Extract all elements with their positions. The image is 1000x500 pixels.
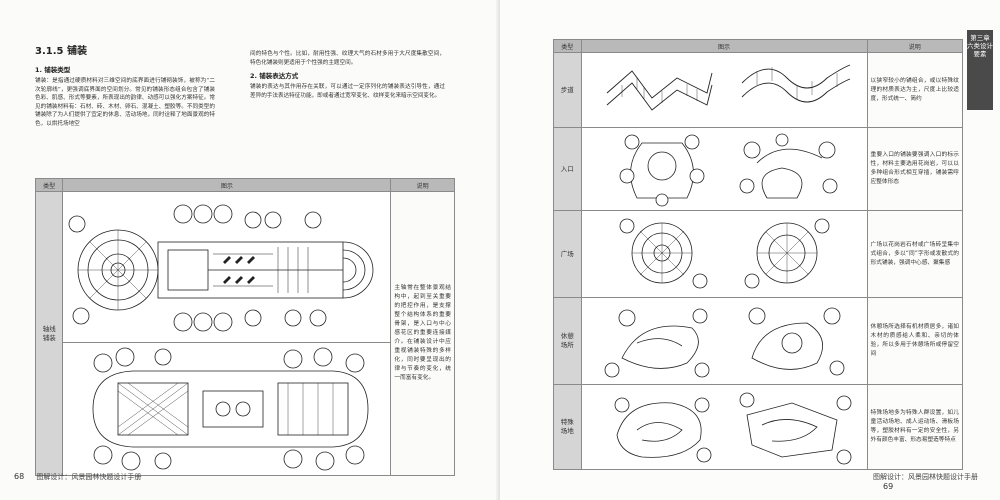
paragraph-expression: 铺装的表达与其作用存在关联，可以通过一定序列化的铺装表达引导性，通过差异的手法表… <box>250 84 445 99</box>
paragraph-continued: 间的特色与个性。比如，耐用性强、纹理大气的石材多用于大尺度集散空间，特色化铺装则… <box>250 51 445 66</box>
axis-paving-table: 类型 图示 说明 轴线 铺装 <box>34 178 455 476</box>
left-page: 3.1.5 铺装 1. 铺装类型 铺装：是指通过硬质材料对三维空间的底界面进行铺… <box>14 46 455 482</box>
right-footer: 图解设计：风景园林快题设计手册 69 <box>873 472 1000 491</box>
subhead-paving-types: 1. 铺装类型 <box>35 66 71 74</box>
row-desc-entrance: 重要入口的铺装要强调入口的标示性，材料主要选用花岗岩，可以以多种组合形式相互穿插… <box>866 127 964 211</box>
row-type-rest-area: 休憩 场所 <box>553 297 582 385</box>
row-desc-axis: 主轴常在整体景观结构中，起到至关重要的把控作用，是支撑整个结构体系的重要骨架，是… <box>390 191 455 476</box>
type-label: 轴线 铺装 <box>42 324 56 342</box>
row-type-plaza: 广场 <box>553 210 582 298</box>
header-type: 类型 <box>553 39 582 53</box>
row-desc-rest-area: 休憩场所选择有机材质居多，诸如木材的质感给人柔和、亲切的体验，所以多用于休憩场所… <box>866 297 964 385</box>
row-desc-plaza: 广场以花岗岩石材或广场砖呈集中式组合，多以“同”字形或发散式的形式铺装，强调中心… <box>866 210 964 298</box>
footer-book-title-right: 图解设计：风景园林快题设计手册 <box>873 473 978 481</box>
figure-walkway <box>580 52 868 128</box>
chapter-tab: 第三章 六类设计要素 <box>967 30 993 110</box>
figure-plaza <box>580 210 868 298</box>
subhead-expression: 2. 铺装表达方式 <box>250 72 299 80</box>
paragraph-paving-types: 铺装：是指通过硬质材料对三维空间的底界面进行铺砌装饰，被称为“二次轮廓线”，更强… <box>35 78 215 127</box>
figure-special-site <box>580 384 868 470</box>
row-desc-walkway: 以狭窄较小的铺组合，或以特殊纹理的材质表达为主，尺度上比较适度，形式统一、简约 <box>866 52 964 128</box>
figure-entrance <box>580 127 868 211</box>
header-desc: 说明 <box>866 39 964 53</box>
header-type: 类型 <box>34 178 64 192</box>
section-title: 3.1.5 铺装 <box>35 46 87 57</box>
header-desc: 说明 <box>390 178 455 192</box>
header-figure: 图示 <box>62 178 392 192</box>
figure-rest-area <box>580 297 868 385</box>
row-desc-special-site: 特殊场地多为特殊人群设置，如儿童活动场地、成人运动场、滑板场等，塑胶材料有一定的… <box>866 384 964 470</box>
figure-axis-plan-1 <box>62 191 392 343</box>
text-column-1: 1. 铺装类型 铺装：是指通过硬质材料对三维空间的底界面进行铺砌装饰，被称为“二… <box>35 64 215 128</box>
page-number-right: 69 <box>883 482 894 491</box>
figure-axis-plan-2 <box>62 342 392 476</box>
page-number-left: 68 <box>14 472 25 481</box>
row-type-special-site: 特殊 场地 <box>553 384 582 470</box>
left-footer: 68 图解设计：风景园林快题设计手册 <box>14 472 141 482</box>
text-column-2: 间的特色与个性。比如，耐用性强、纹理大气的石材多用于大尺度集散空间，特色化铺装则… <box>250 50 445 100</box>
footer-book-title-left: 图解设计：风景园林快题设计手册 <box>36 473 142 481</box>
row-type-axis: 轴线 铺装 <box>34 191 64 476</box>
header-figure: 图示 <box>580 39 868 53</box>
row-type-entrance: 入口 <box>553 127 582 211</box>
row-type-walkway: 步道 <box>553 52 582 128</box>
paving-type-table: 类型 图示 说明 步道 以狭窄较小的铺组合，或以特殊纹 <box>553 39 964 470</box>
